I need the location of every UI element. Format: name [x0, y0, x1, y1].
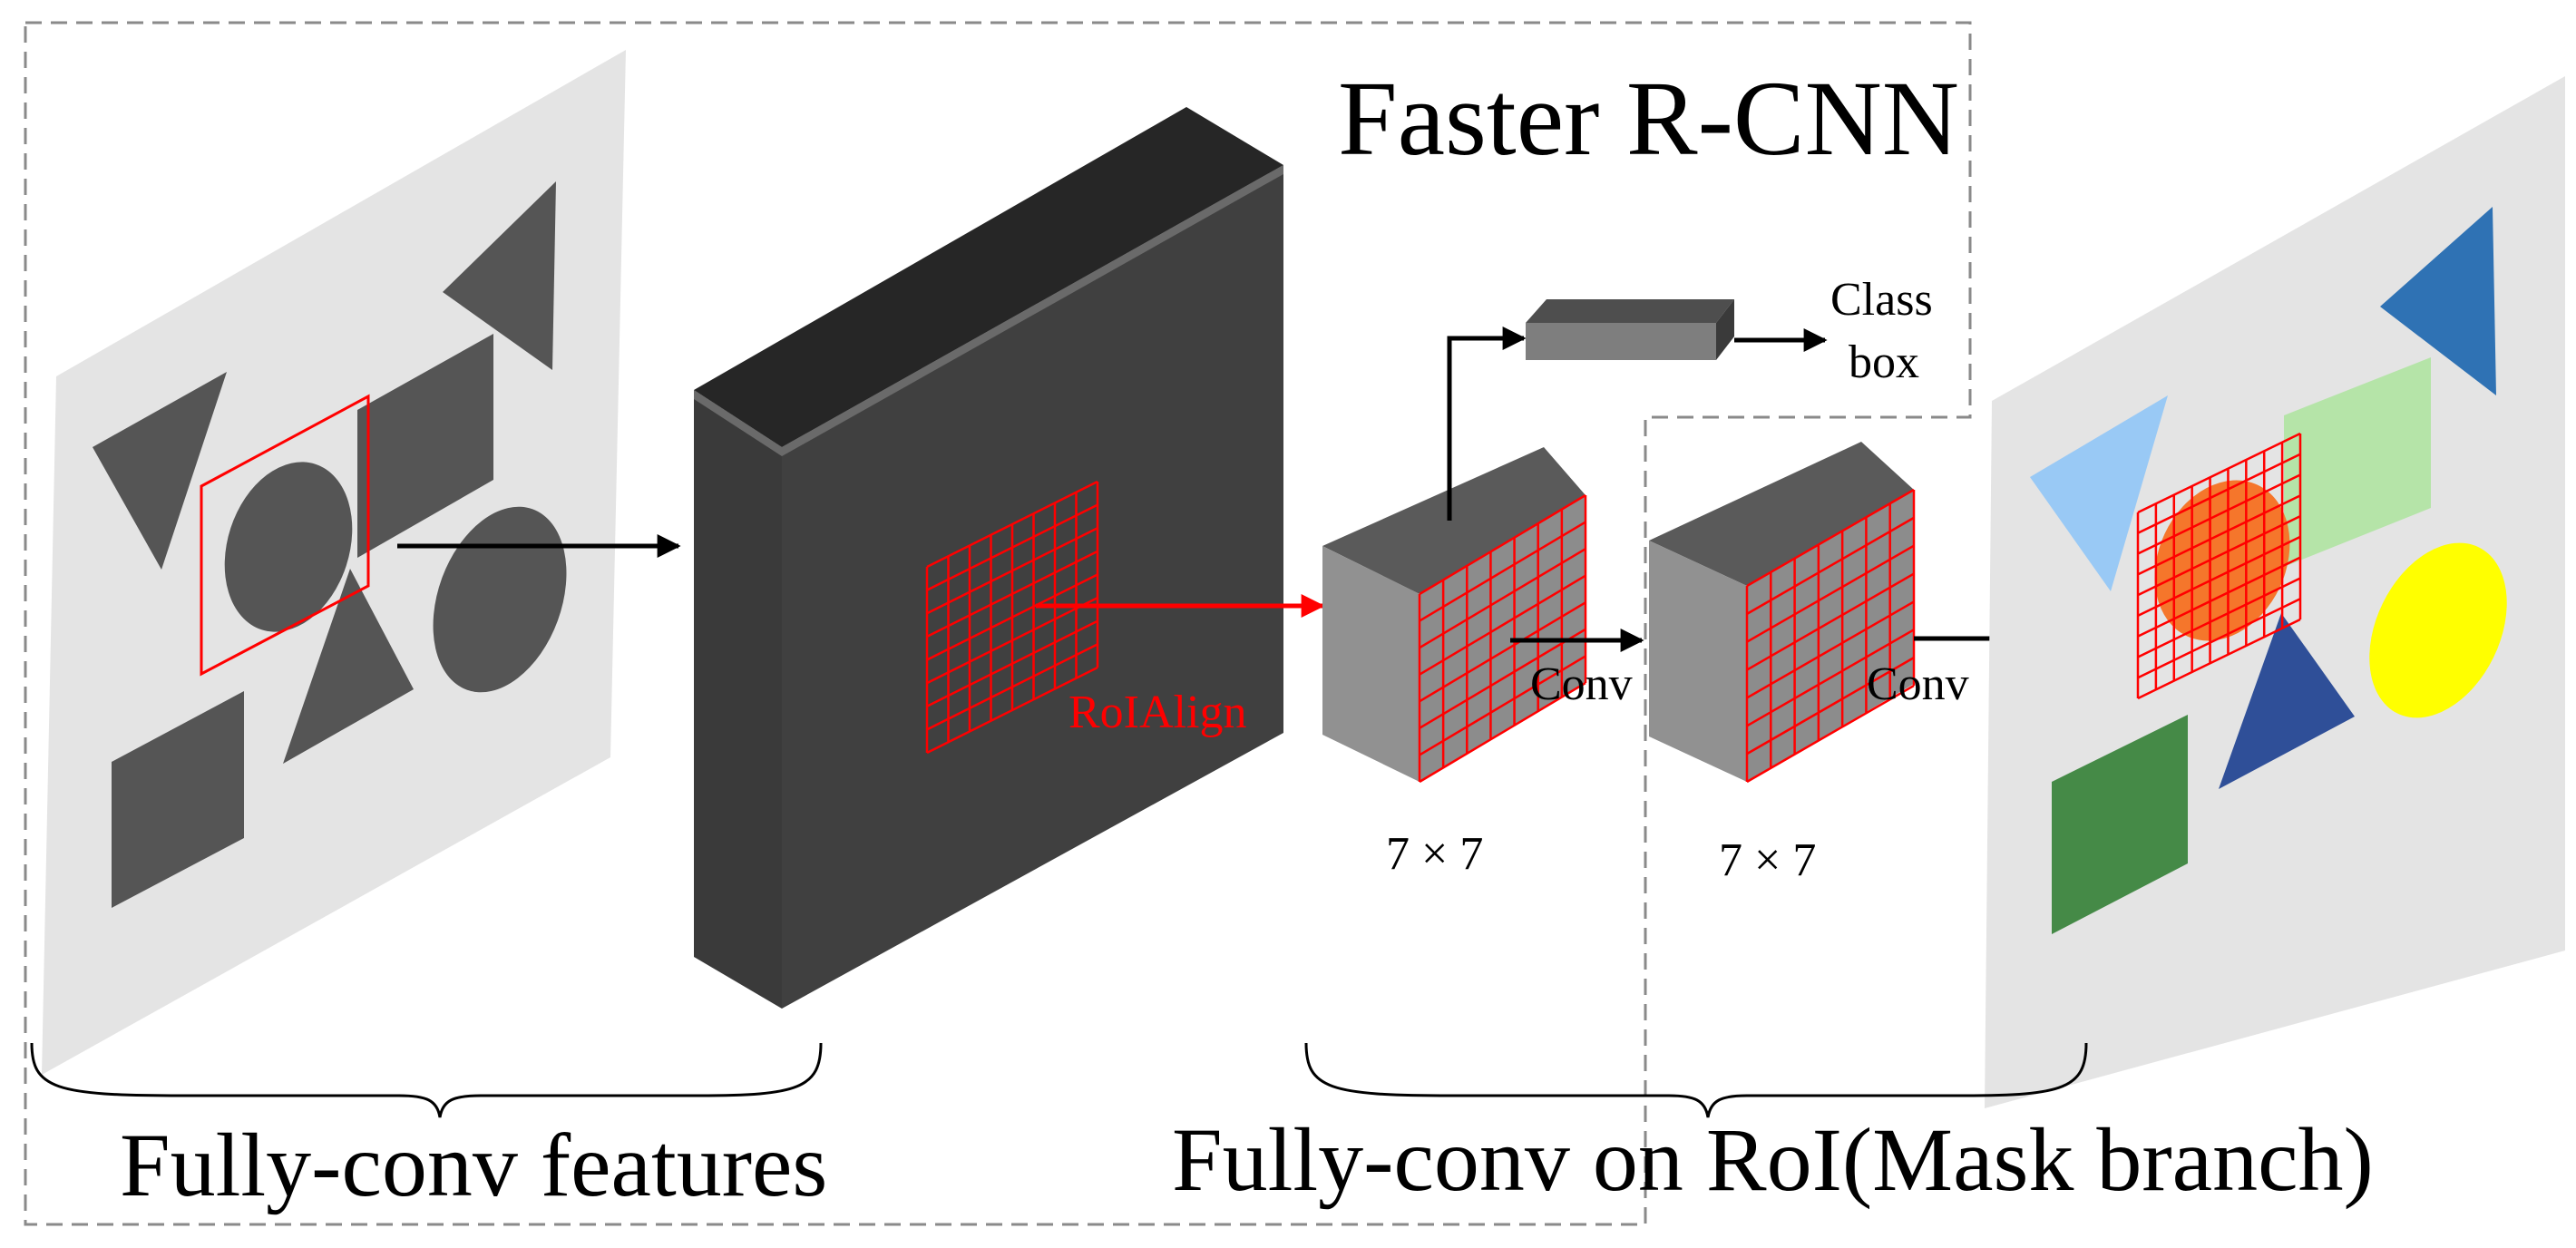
roi-box-input	[200, 394, 370, 677]
grid-line	[926, 643, 1098, 731]
faster-rcnn-title: Faster R-CNN	[1338, 59, 1959, 178]
output-mask-grid	[2136, 432, 2302, 700]
grid-line	[1419, 628, 1586, 729]
conv-label-1: Conv	[1530, 658, 1633, 710]
input-square	[112, 691, 244, 908]
cube-1-grid	[1418, 493, 1587, 784]
brace-mask-branch	[1304, 1042, 2088, 1118]
grid-line	[1419, 681, 1586, 784]
grid-line	[926, 666, 1098, 755]
grid-line	[1419, 493, 1586, 596]
grid-line	[1746, 600, 1915, 699]
size-label-1: 7 × 7	[1386, 828, 1483, 880]
roi-feature-cube-2	[1649, 442, 1916, 784]
roialign-label: RoIAlign	[1068, 687, 1246, 738]
grid-line	[1419, 601, 1586, 703]
size-label-2: 7 × 7	[1719, 834, 1816, 886]
grid-line	[1746, 657, 1915, 756]
input-triangle-left	[93, 372, 227, 570]
brace-fully-conv-features	[30, 1042, 823, 1118]
grid-line	[1419, 521, 1586, 622]
grid-line	[926, 573, 1098, 661]
roi-feature-cube-1	[1322, 447, 1587, 784]
class-box-fc-block	[1526, 299, 1734, 360]
fully-conv-features-label: Fully-conv features	[120, 1115, 827, 1215]
mask-branch-label: Fully-conv on RoI(Mask branch)	[1172, 1109, 2374, 1210]
grid-line	[1746, 684, 1915, 784]
grid-line	[926, 619, 1098, 707]
grid-line	[1746, 488, 1915, 588]
conv-label-2: Conv	[1867, 658, 1969, 710]
grid-line	[1746, 544, 1915, 643]
grid-line	[1419, 655, 1586, 756]
input-rect-top	[357, 334, 493, 558]
input-triangle-mid	[283, 569, 414, 764]
grid-line	[2137, 618, 2301, 700]
output-rect-light-green	[2284, 357, 2431, 567]
grid-line	[1746, 516, 1915, 615]
input-ellipse	[433, 506, 567, 693]
input-image-panel	[42, 50, 626, 1075]
grid-line	[1419, 574, 1586, 676]
class-label: Class	[1830, 274, 1933, 326]
output-tri-dark-blue	[2219, 613, 2355, 789]
input-circle	[224, 462, 353, 632]
grid-line	[926, 597, 1098, 685]
output-tri-light-blue	[2030, 395, 2168, 591]
grid-line	[1746, 629, 1915, 727]
arrow-to-class-box-branch	[1447, 327, 1527, 521]
grid-line	[2137, 494, 2301, 576]
backbone-roi-grid	[925, 480, 1099, 755]
backbone-feature-block	[694, 107, 1283, 1009]
grid-line	[2137, 577, 2301, 658]
output-ellipse-yellow	[2369, 542, 2507, 718]
grid-line	[1746, 572, 1915, 671]
faster-rcnn-boundary	[24, 21, 1972, 1226]
output-rect-green	[2052, 715, 2188, 934]
input-triangle-top	[443, 181, 556, 370]
cube-2-grid	[1745, 488, 1916, 784]
grid-line	[2137, 598, 2301, 679]
grid-line	[1419, 548, 1586, 649]
grid-line	[2137, 556, 2301, 638]
output-tri-blue	[2380, 207, 2496, 395]
grid-line	[2137, 535, 2301, 618]
grid-line	[2137, 473, 2301, 555]
grid-line	[2137, 432, 2301, 514]
grid-line	[2137, 453, 2301, 534]
box-label: box	[1849, 336, 1919, 388]
output-image-panel	[1985, 76, 2565, 1108]
grid-line	[2137, 514, 2301, 597]
